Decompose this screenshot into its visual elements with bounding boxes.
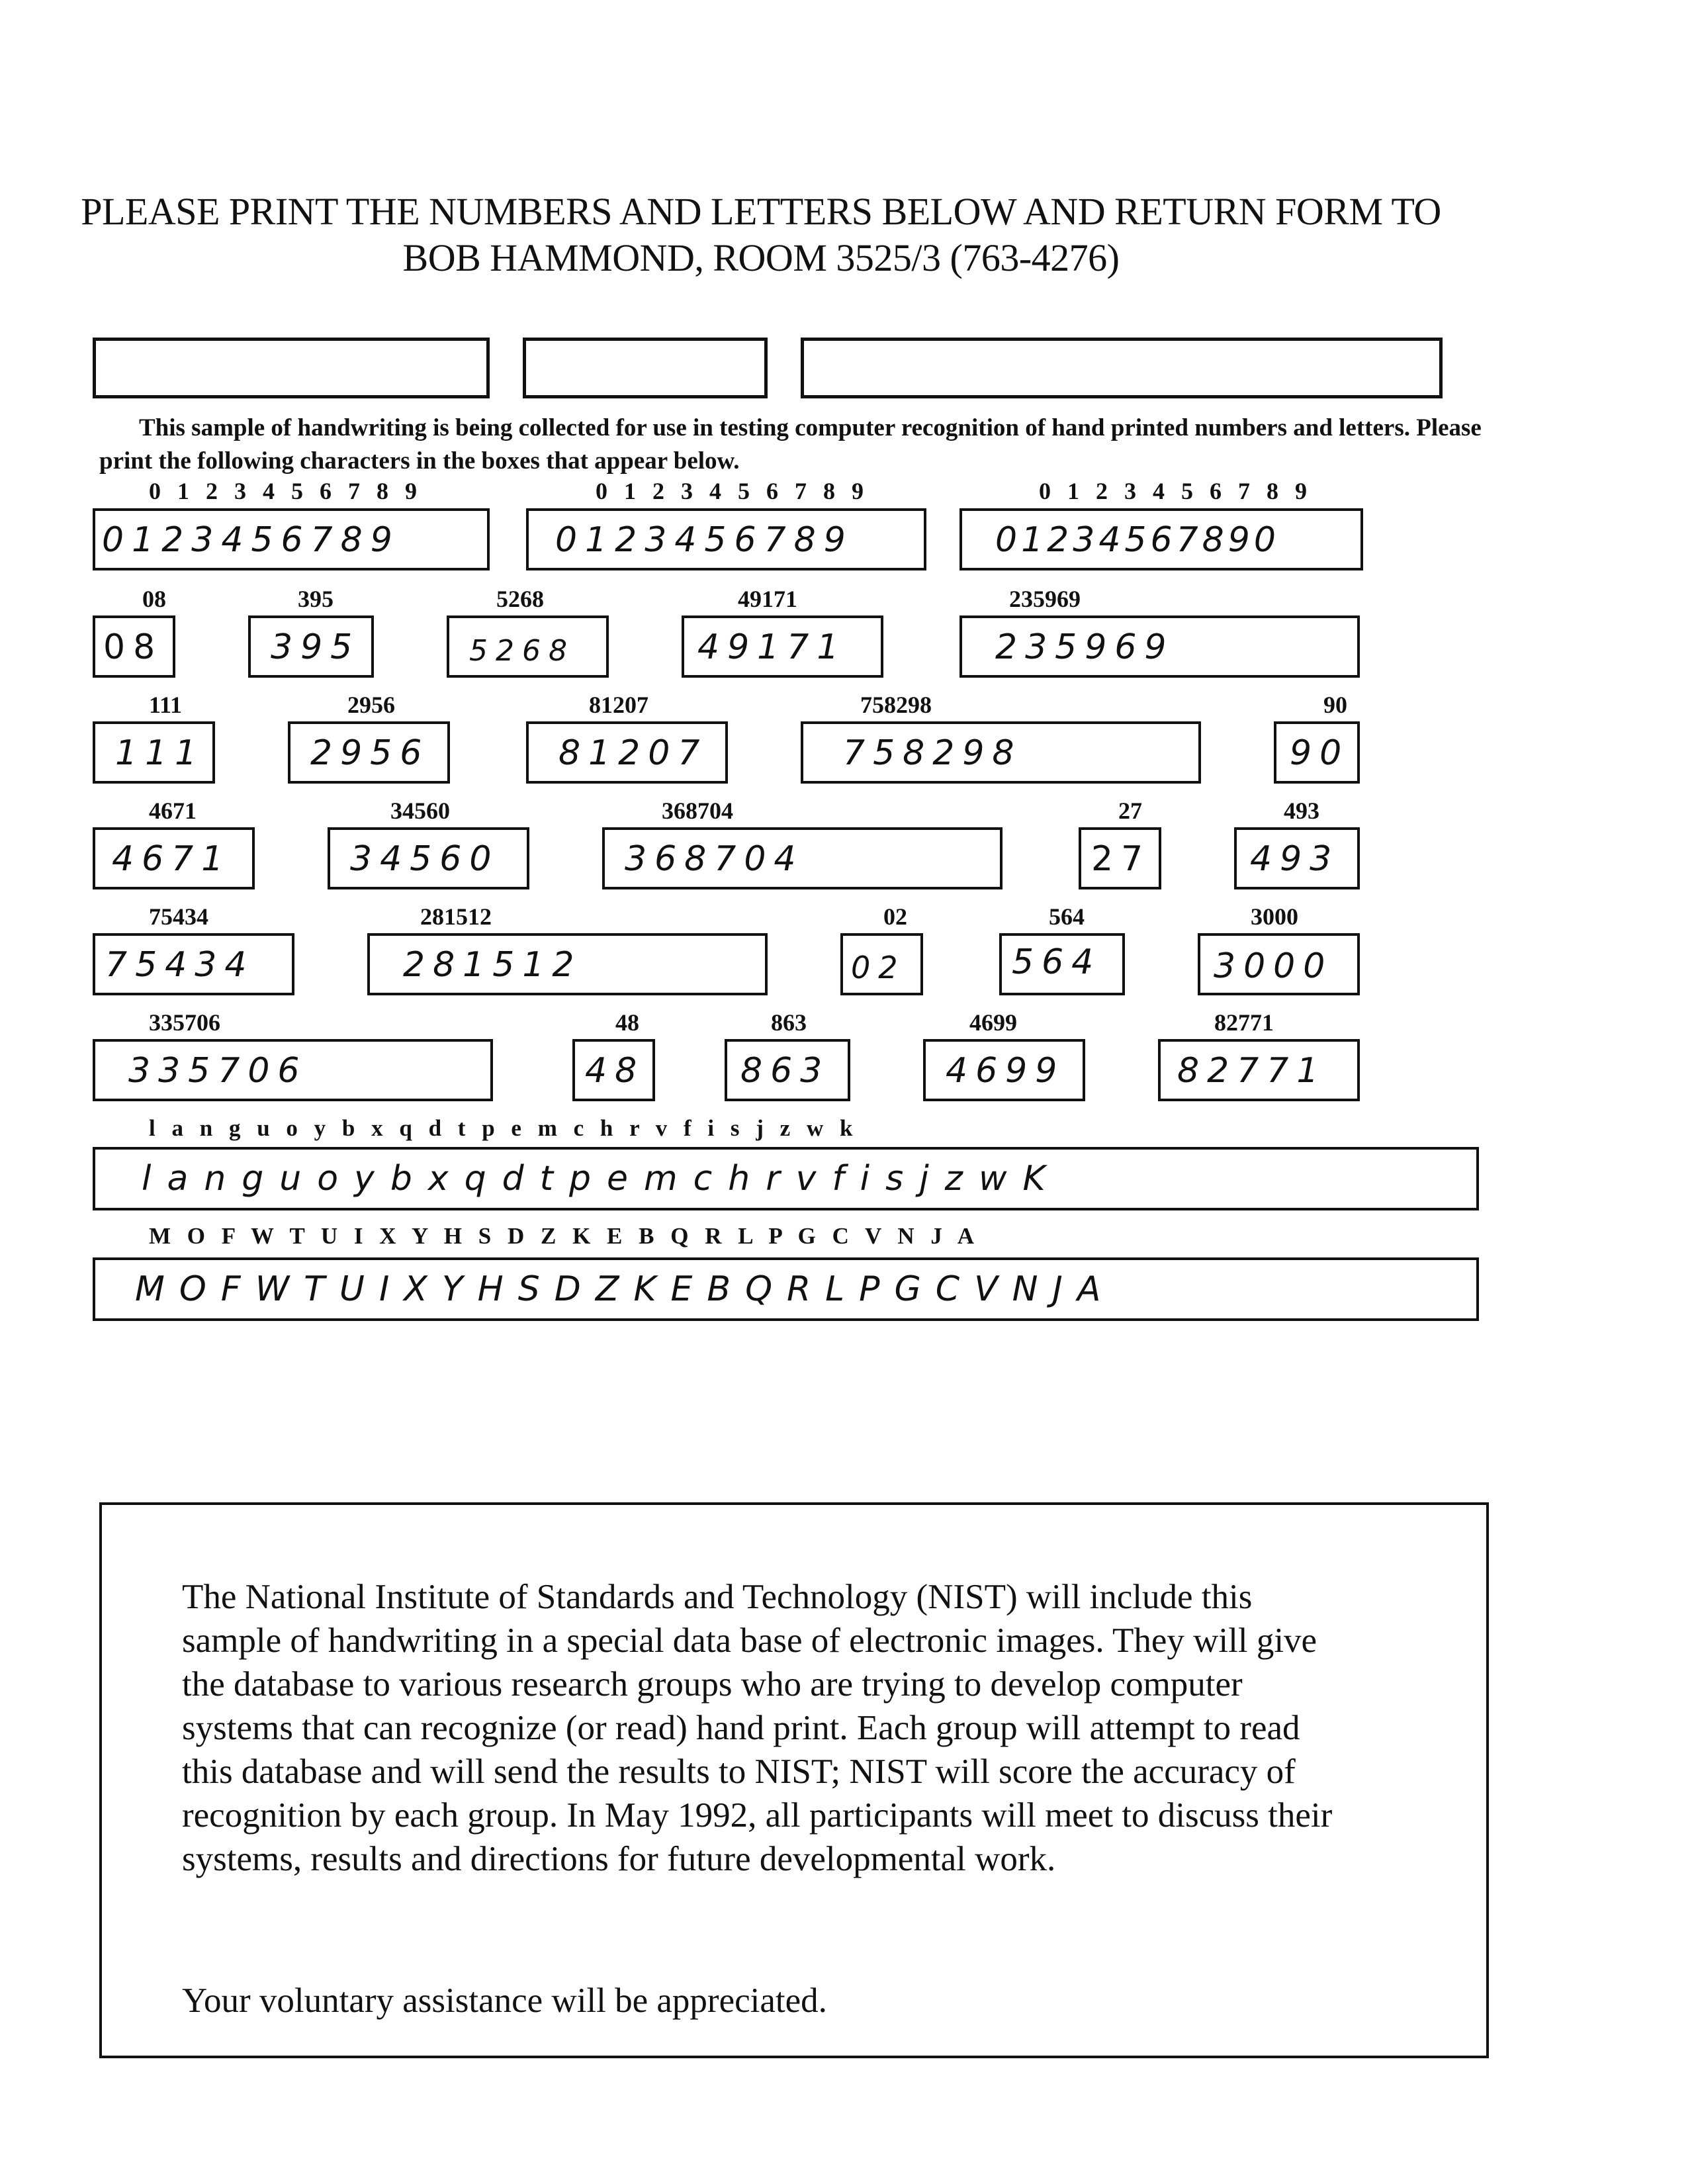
field-box[interactable]: 281512: [367, 933, 768, 995]
field-box[interactable]: 02: [840, 933, 923, 995]
handwritten-value: 863: [740, 1051, 830, 1091]
field-box[interactable]: 08: [93, 615, 175, 678]
handwritten-value: 48: [585, 1051, 645, 1091]
handwritten-value: 08: [103, 627, 163, 667]
field-label: 48: [615, 1009, 639, 1036]
handwritten-value: 2956: [310, 733, 430, 773]
field-label: 81207: [589, 692, 648, 718]
lowercase-box[interactable]: languoybxqdtpemchrvfisjzwK: [93, 1147, 1479, 1210]
handwritten-value: 564: [1012, 942, 1102, 982]
handwritten-value: 02: [851, 950, 906, 985]
field-label: 02: [883, 903, 907, 930]
field-box[interactable]: 395: [248, 615, 374, 678]
field-label: 3000: [1251, 903, 1298, 930]
field-label: 82771: [1214, 1009, 1274, 1036]
handwritten-digits: 0123456789: [102, 520, 400, 560]
field-label: 235969: [1009, 586, 1081, 612]
nist-notice-box: [99, 1502, 1489, 2058]
handwritten-value: 395: [271, 627, 361, 667]
handwritten-value: 5268: [469, 634, 575, 668]
field-box[interactable]: 335706: [93, 1039, 493, 1101]
form-title-line2: BOB HAMMOND, ROOM 3525/3 (763-4276): [402, 236, 1120, 279]
handwritten-value: 27: [1091, 839, 1151, 879]
handwritten-value: 281512: [403, 945, 582, 985]
field-label: 111: [149, 692, 183, 718]
field-label: 5268: [496, 586, 544, 612]
field-box[interactable]: 235969: [959, 615, 1360, 678]
field-label: 4671: [149, 797, 197, 824]
field-box[interactable]: 3000: [1198, 933, 1360, 995]
field-label: 368704: [662, 797, 733, 824]
handwritten-digits: 0123456789: [555, 520, 854, 560]
handwritten-value: 4699: [946, 1051, 1065, 1091]
handwritten-value: 758298: [843, 733, 1022, 773]
field-label: 564: [1049, 903, 1085, 930]
field-label: 0 1 2 3 4 5 6 7 8 9: [596, 478, 869, 504]
field-box[interactable]: 564: [999, 933, 1125, 995]
handwritten-uppercase: MOFWTUIXYHSDZKEBQRLPGCVNJA: [135, 1269, 1116, 1309]
digits-box-2[interactable]: 0123456789: [526, 508, 926, 570]
instructions-text: This sample of handwriting is being coll…: [99, 414, 1482, 475]
field-box[interactable]: 82771: [1158, 1039, 1360, 1101]
handwritten-value: 4671: [112, 839, 232, 879]
field-label: l a n g u o y b x q d t p e m c h r v f …: [149, 1115, 858, 1141]
field-label: 2956: [347, 692, 395, 718]
field-label: 49171: [738, 586, 797, 612]
field-box[interactable]: 758298: [801, 721, 1201, 784]
field-label: 863: [771, 1009, 807, 1036]
field-box[interactable]: 75434: [93, 933, 294, 995]
field-label: 75434: [149, 903, 208, 930]
handwritten-value: 90: [1290, 733, 1350, 773]
field-label: 34560: [390, 797, 450, 824]
field-box[interactable]: 111: [93, 721, 215, 784]
handwritten-lowercase: languoybxqdtpemchrvfisjzwK: [142, 1159, 1061, 1199]
digits-box-1[interactable]: 0123456789: [93, 508, 490, 570]
handwritten-value: 235969: [995, 627, 1175, 667]
nist-notice-text: The National Institute of Standards and …: [182, 1578, 1333, 1878]
form-title-line1: PLEASE PRINT THE NUMBERS AND LETTERS BEL…: [81, 190, 1441, 233]
field-label: 493: [1284, 797, 1319, 824]
handwritten-value: 81207: [558, 733, 708, 773]
field-label: 27: [1118, 797, 1142, 824]
field-label: 758298: [860, 692, 932, 718]
field-box[interactable]: 4671: [93, 827, 255, 889]
field-box[interactable]: 863: [725, 1039, 850, 1101]
digits-box-3[interactable]: 01234567890: [959, 508, 1363, 570]
field-label: 08: [142, 586, 166, 612]
field-box[interactable]: 49171: [682, 615, 883, 678]
field-box[interactable]: 27: [1079, 827, 1161, 889]
id-field[interactable]: [801, 338, 1443, 398]
uppercase-box[interactable]: MOFWTUIXYHSDZKEBQRLPGCVNJA: [93, 1257, 1479, 1321]
handwritten-value: 111: [115, 733, 205, 773]
nist-notice-closing: Your voluntary assistance will be apprec…: [182, 1981, 827, 2020]
field-box[interactable]: 34560: [328, 827, 529, 889]
handwritten-value: 34560: [350, 839, 500, 879]
handwritten-value: 75434: [105, 945, 255, 985]
handwritten-value: 49171: [697, 627, 847, 667]
field-box[interactable]: 4699: [923, 1039, 1085, 1101]
field-box[interactable]: 81207: [526, 721, 728, 784]
handwritten-value: 335706: [128, 1051, 308, 1091]
name-field[interactable]: [93, 338, 490, 398]
handwritten-value: 3000: [1214, 946, 1333, 986]
field-label: 90: [1323, 692, 1347, 718]
handwritten-value: 368704: [625, 839, 804, 879]
field-label: 335706: [149, 1009, 220, 1036]
field-box[interactable]: 368704: [602, 827, 1003, 889]
field-box[interactable]: 5268: [447, 615, 609, 678]
date-field[interactable]: [523, 338, 768, 398]
handwritten-value: 493: [1250, 839, 1340, 879]
field-label: 0 1 2 3 4 5 6 7 8 9: [1039, 478, 1312, 504]
field-box[interactable]: 493: [1234, 827, 1360, 889]
field-label: 281512: [420, 903, 492, 930]
field-label: 395: [298, 586, 334, 612]
handwritten-value: 82771: [1177, 1051, 1327, 1091]
field-label: 0 1 2 3 4 5 6 7 8 9: [149, 478, 422, 504]
field-label: 4699: [969, 1009, 1017, 1036]
handwritten-digits: 01234567890: [995, 520, 1280, 560]
field-box[interactable]: 2956: [288, 721, 450, 784]
field-box[interactable]: 48: [572, 1039, 655, 1101]
field-label: M O F W T U I X Y H S D Z K E B Q R L P …: [149, 1223, 979, 1249]
field-box[interactable]: 90: [1274, 721, 1360, 784]
